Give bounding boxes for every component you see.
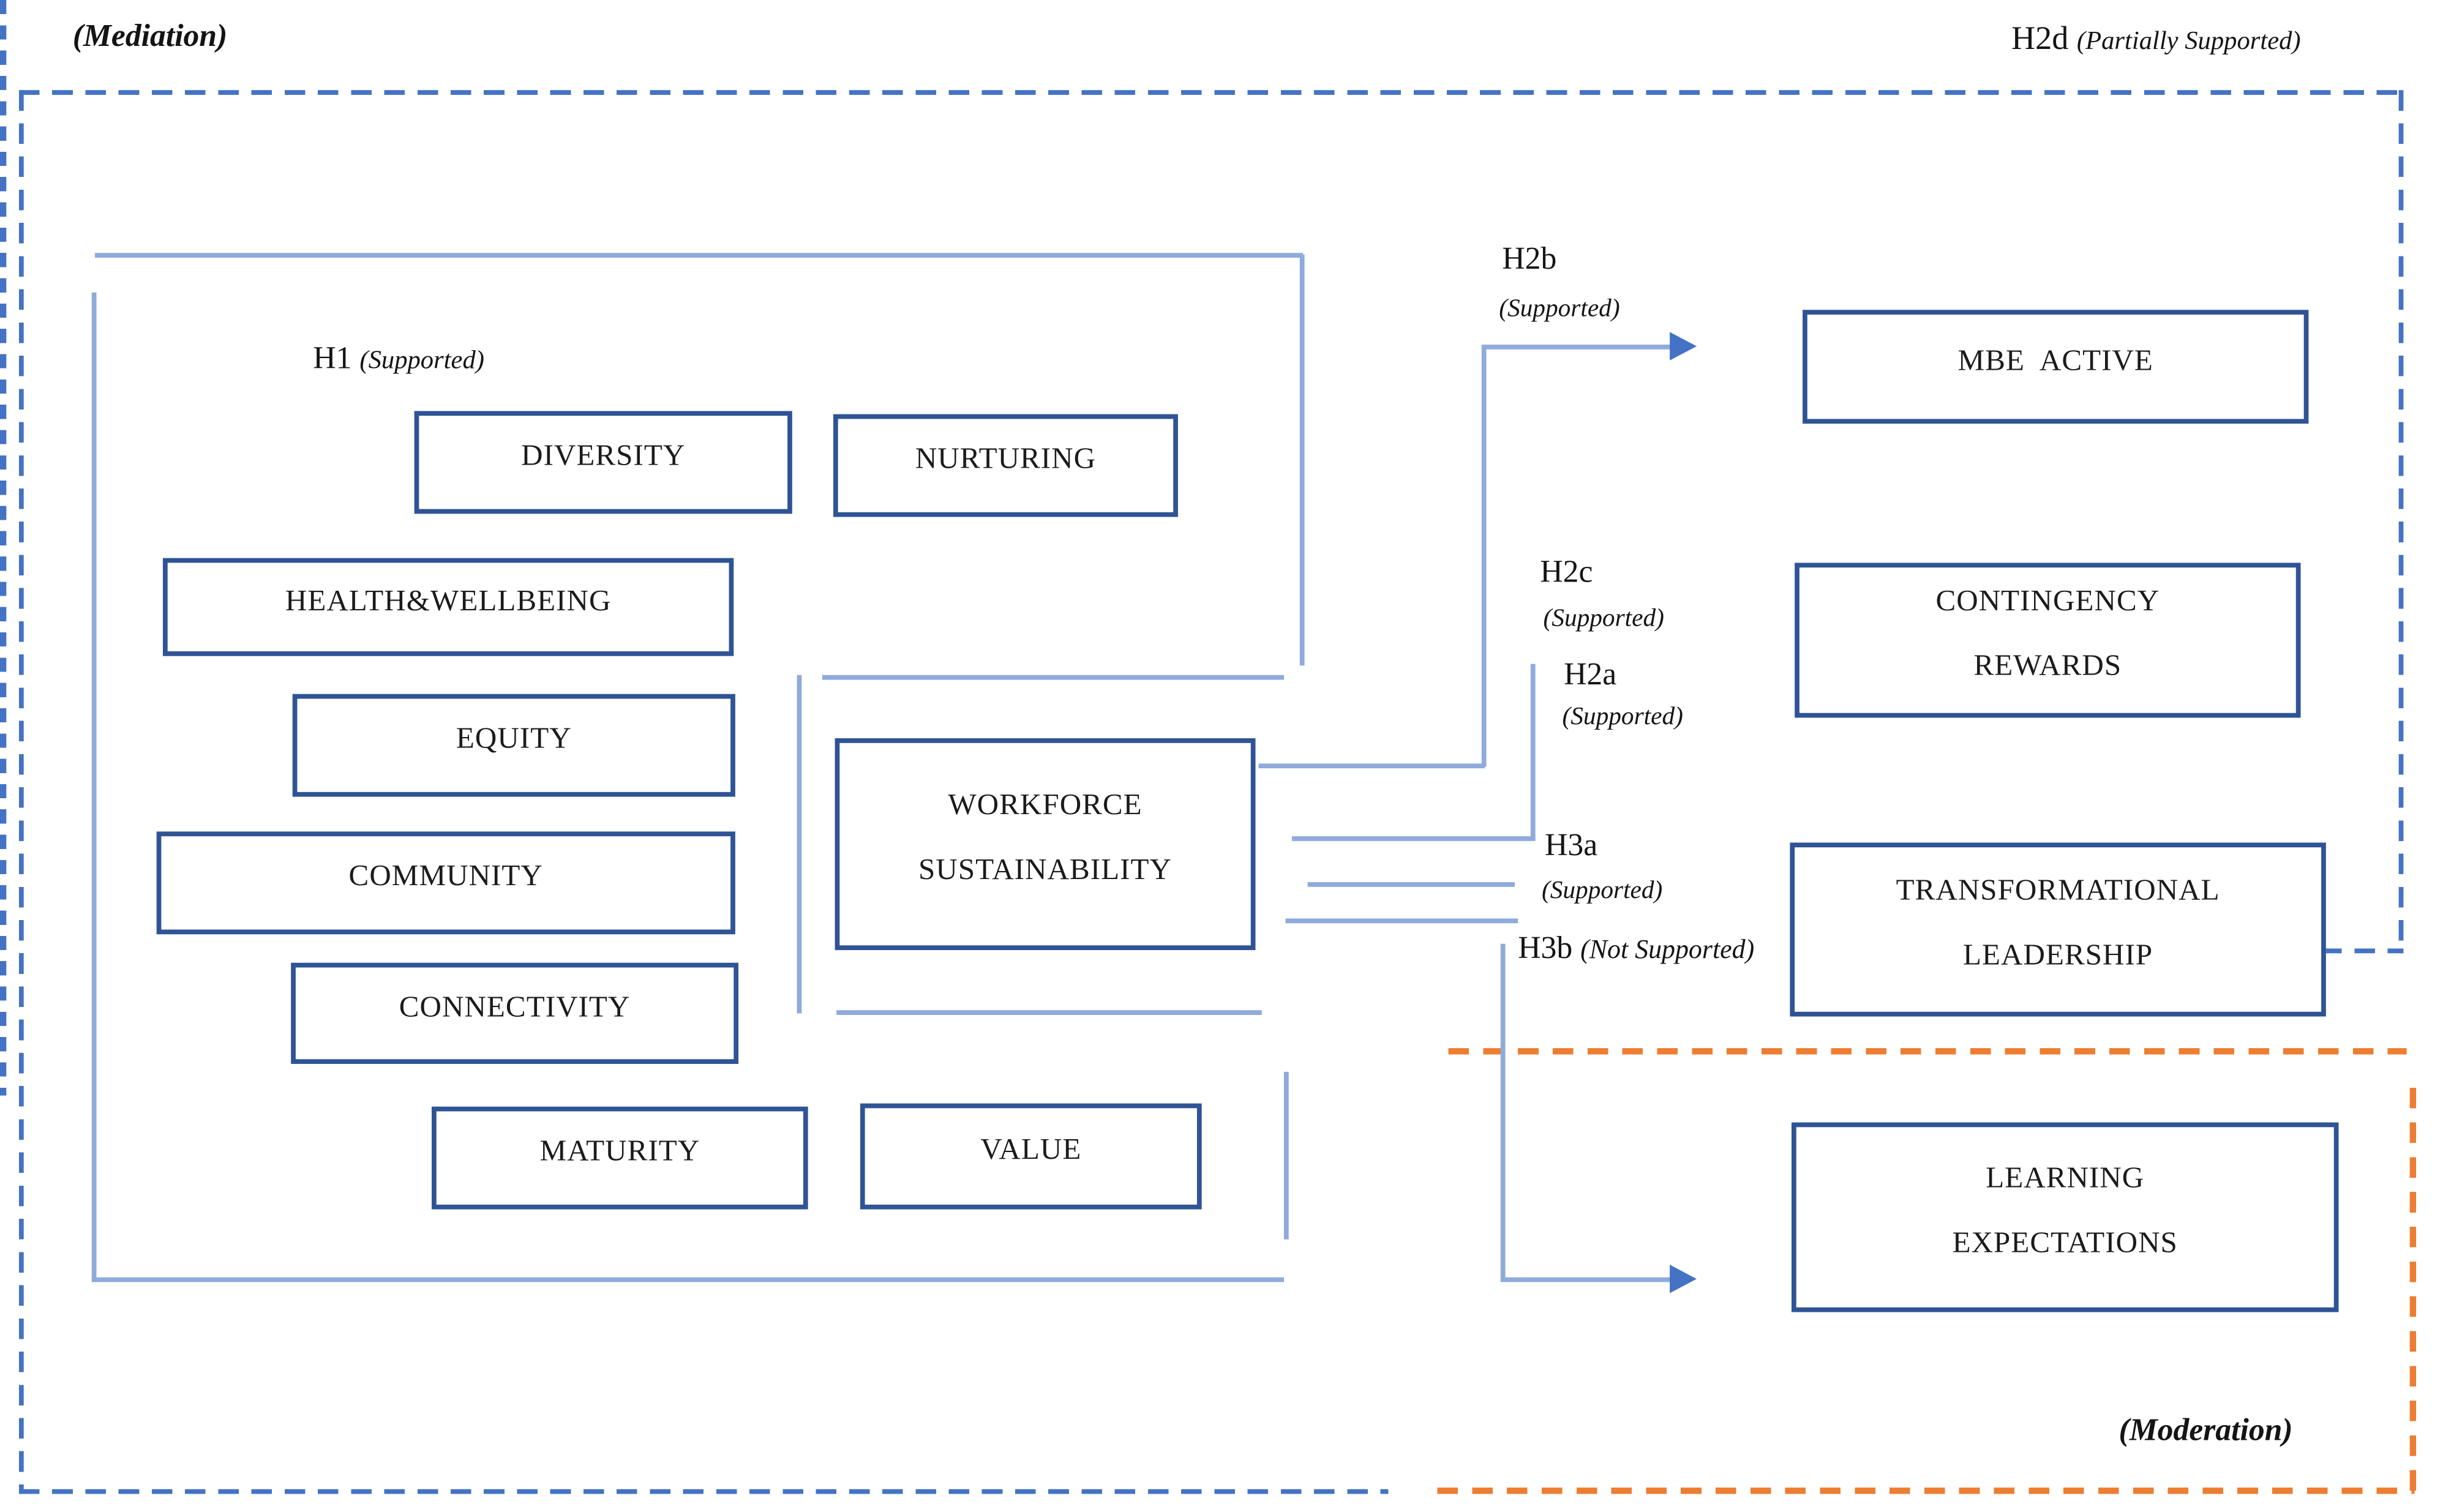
h2a-status: (Supported) [1562,703,1683,731]
h2b-connector-vertical [1481,346,1486,767]
h3b-arrow-line [1500,1277,1672,1282]
moderation-border-top [1448,1048,2407,1054]
h1-label: H1 (Supported) [313,342,484,378]
learning-expectations-box: LEARNING EXPECTATIONS [1791,1122,2339,1312]
moderation-border-bottom [1437,1488,2415,1494]
line-above-workforce-box [822,675,1284,679]
indicator-bracket-right-lower-line [1283,1071,1288,1240]
mediation-border-left [18,90,24,1494]
mediation-border-top [18,90,2404,95]
h3a-name: H3a [1545,828,1598,864]
indicator-bracket-left-line [91,292,96,1281]
h3a-status: (Supported) [1541,877,1663,905]
indicator-bracket-right-upper-line [1299,254,1304,666]
h2c-name: H2c [1540,555,1593,590]
h2d-label: H2d (Partially Supported) [2011,19,2301,59]
h3b-arrowhead-icon [1670,1265,1697,1293]
maturity-box: MATURITY [432,1106,808,1210]
h2b-arrow-line [1481,344,1672,349]
mediation-border-bottom [18,1489,1389,1494]
h2d-name: H2d [2011,18,2069,57]
h3b-label: H3b (Not Supported) [1518,931,1754,967]
diversity-box: DIVERSITY [414,411,792,514]
h2d-status: (Partially Supported) [2076,25,2301,56]
h3b-status: (Not Supported) [1580,934,1755,965]
nurturing-box: NURTURING [833,414,1178,517]
h2d-dashed-connector [2321,948,2404,954]
transformational-leadership-box: TRANSFORMATIONAL LEADERSHIP [1790,842,2326,1017]
h2b-name: H2b [1502,242,1557,277]
line-below-workforce-box [836,1010,1262,1014]
h2b-status: (Supported) [1499,295,1620,323]
h2c-h2a-connector-horizontal [1291,836,1536,840]
mbe-active-box: MBE ACTIVE [1803,310,2309,424]
workforce-sustainability-box: WORKFORCE SUSTAINABILITY [835,738,1256,951]
connectivity-box: CONNECTIVITY [291,962,739,1065]
workforce-bracket-left-line [797,675,801,1014]
h2c-h2a-connector-vertical [1530,664,1535,840]
moderation-region-label: (Moderation) [2118,1413,2293,1448]
mediation-region-label: (Mediation) [72,18,228,54]
h3b-connector-vertical [1500,943,1505,1281]
community-box: COMMUNITY [156,831,735,935]
contingency-rewards-box: CONTINGENCY REWARDS [1795,563,2301,718]
indicator-bracket-bottom-line [91,1277,1284,1282]
health-wellbeing-box: HEALTH&WELLBEING [162,558,734,656]
h3a-connector-line-upper [1307,882,1515,886]
h2c-status: (Supported) [1543,605,1664,632]
h2a-name: H2a [1564,657,1617,693]
h1-status: (Supported) [359,344,484,375]
h3b-name: H3b [1518,931,1573,966]
mediation-border-right [2398,90,2404,954]
middle-dashed-divider [0,0,6,1096]
h1-name: H1 [313,341,352,376]
h2b-connector-horizontal [1258,763,1485,768]
moderation-border-right [2409,1087,2415,1491]
equity-box: EQUITY [292,694,735,797]
indicator-bracket-top-line [94,253,1303,257]
h2b-arrowhead-icon [1670,332,1697,361]
h3a-connector-line-lower [1285,918,1518,923]
value-box: VALUE [860,1103,1202,1210]
